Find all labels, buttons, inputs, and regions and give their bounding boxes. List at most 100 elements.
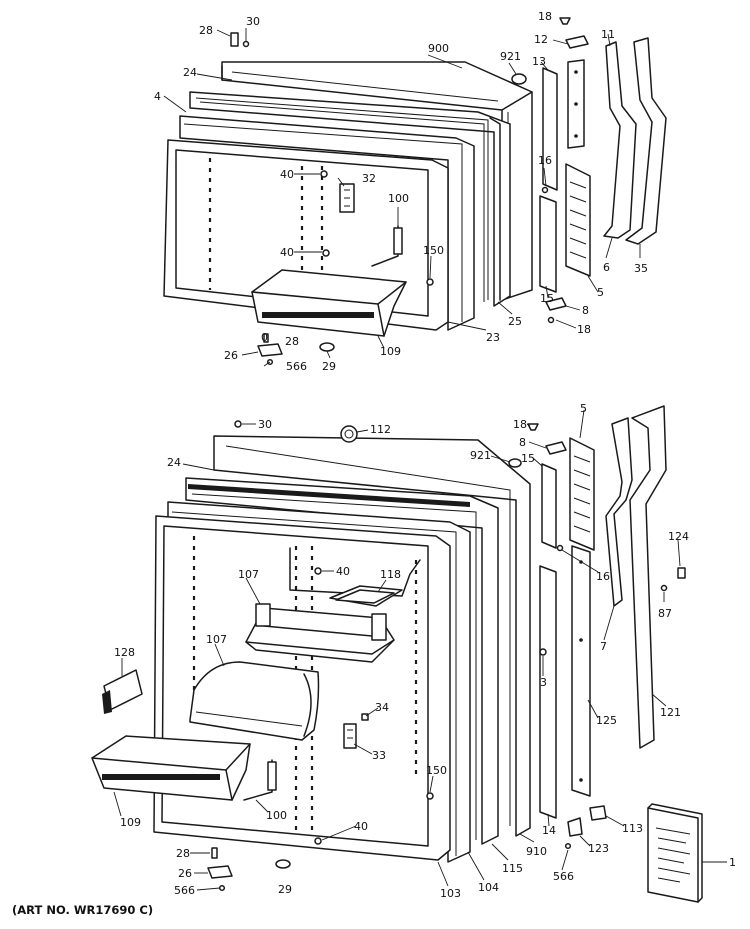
label-566: 566: [553, 870, 574, 883]
label-1: 1: [729, 856, 736, 869]
screw: [320, 170, 328, 178]
label-100: 100: [388, 192, 409, 205]
door-handle: [603, 41, 637, 239]
label-921: 921: [500, 50, 521, 63]
label-109: 109: [380, 345, 401, 358]
label-29: 29: [278, 883, 292, 896]
label-104: 104: [478, 881, 499, 894]
label-34: 34: [375, 701, 389, 714]
label-125: 125: [596, 714, 617, 727]
vent-grille: [565, 163, 591, 277]
label-26: 26: [224, 349, 238, 362]
label-150: 150: [426, 764, 447, 777]
screw: [314, 837, 322, 845]
label-8: 8: [582, 304, 589, 317]
label-18: 18: [513, 418, 527, 431]
label-566: 566: [286, 360, 307, 373]
label-15: 15: [540, 292, 554, 305]
owners-manual: [647, 803, 703, 903]
part-labels: 28 30 900 921 18 12 11 13 24 4 40 32 100…: [114, 10, 736, 900]
outer-door-panel: [221, 61, 533, 301]
label-18: 18: [538, 10, 552, 23]
hinge-strip: [539, 195, 557, 293]
label-566: 566: [174, 884, 195, 897]
label-26: 26: [178, 867, 192, 880]
dairy-compartment: [189, 661, 320, 741]
label-113: 113: [622, 822, 643, 835]
label-28: 28: [176, 847, 190, 860]
label-40: 40: [280, 168, 294, 181]
label-123: 123: [588, 842, 609, 855]
hinge-123: [567, 817, 583, 837]
screw: [314, 567, 322, 575]
label-7: 7: [600, 640, 607, 653]
label-910: 910: [526, 845, 547, 858]
label-4: 4: [154, 90, 161, 103]
label-100: 100: [266, 809, 287, 822]
screw: [322, 249, 330, 257]
label-23: 23: [486, 331, 500, 344]
label-15: 15: [521, 452, 535, 465]
plug-921: [511, 73, 527, 85]
label-150: 150: [423, 244, 444, 257]
handle-trim: [629, 405, 667, 749]
label-115: 115: [502, 862, 523, 875]
label-40: 40: [280, 246, 294, 259]
label-33: 33: [372, 749, 386, 762]
label-107: 107: [206, 633, 227, 646]
label-103: 103: [440, 887, 461, 900]
door-handle: [605, 417, 633, 607]
label-25: 25: [508, 315, 522, 328]
plug-29: [319, 342, 335, 352]
label-16: 16: [596, 570, 610, 583]
label-0: 0: [261, 331, 268, 344]
screw: [234, 420, 242, 428]
label-12: 12: [534, 33, 548, 46]
label-124: 124: [668, 530, 689, 543]
hinge-12-top: [565, 35, 589, 49]
hinge-8: [545, 441, 567, 455]
label-16: 16: [538, 154, 552, 167]
door-bin: [91, 735, 251, 801]
label-107: 107: [238, 568, 259, 581]
label-40: 40: [354, 820, 368, 833]
plug-29: [275, 859, 291, 869]
label-30: 30: [258, 418, 272, 431]
label-118: 118: [380, 568, 401, 581]
egg-tray: [102, 669, 143, 714]
outer-door-panel: [213, 435, 531, 837]
vent-grille: [569, 437, 595, 551]
hinge-18: [559, 17, 571, 25]
label-900: 900: [428, 42, 449, 55]
label-112: 112: [370, 423, 391, 436]
label-6: 6: [603, 261, 610, 274]
label-40: 40: [336, 565, 350, 578]
plug-921: [508, 458, 522, 468]
label-18: 18: [577, 323, 591, 336]
art-number-caption: (ART NO. WR17690 C): [12, 903, 154, 917]
door-liner: [179, 115, 475, 331]
label-11: 11: [601, 28, 615, 41]
label-121: 121: [660, 706, 681, 719]
hinge-strip: [542, 67, 558, 191]
label-921: 921: [470, 449, 491, 462]
butter-tray: [329, 585, 403, 607]
label-28: 28: [199, 24, 213, 37]
label-87: 87: [658, 607, 672, 620]
label-5: 5: [580, 402, 587, 415]
lower-door-assembly: [91, 405, 703, 903]
label-128: 128: [114, 646, 135, 659]
label-13: 13: [532, 55, 546, 68]
label-28: 28: [285, 335, 299, 348]
hinge-26: [207, 865, 233, 879]
label-14: 14: [542, 824, 556, 837]
cap-113: [589, 805, 607, 821]
label-29: 29: [322, 360, 336, 373]
door-gasket: [185, 477, 499, 845]
label-109: 109: [120, 816, 141, 829]
upper-door-assembly: [163, 17, 667, 366]
leader-lines: [113, 28, 727, 891]
door-shelf: [245, 603, 395, 663]
label-24: 24: [183, 66, 197, 79]
door-bin: [251, 269, 407, 337]
